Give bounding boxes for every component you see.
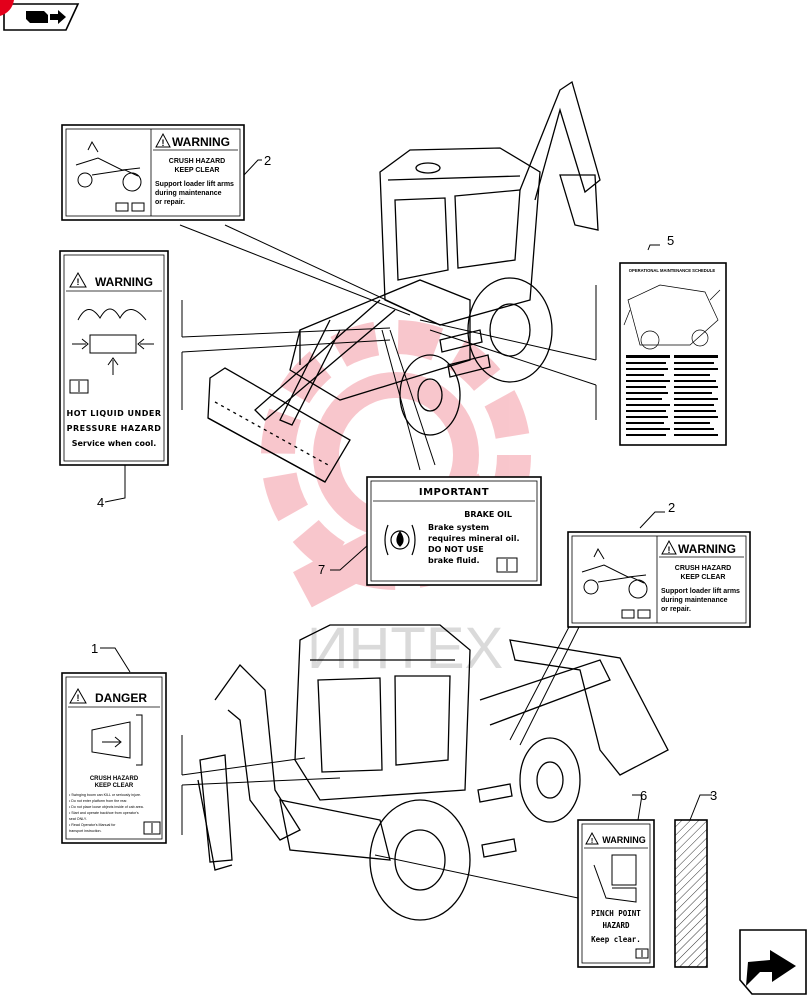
decal-line: PINCH POINT [591, 909, 641, 918]
crush-pictogram-icon [75, 140, 145, 212]
decal-bullet: • Read Operator's Manual for [69, 823, 116, 827]
warning-triangle-icon: ! [155, 132, 171, 148]
decal-bullet: • Swinging boom can KILL or seriously in… [69, 793, 141, 797]
decal-bullet: transport instruction. [69, 829, 102, 833]
decal-hot-liquid: ! WARNING HOT LIQUID UNDER PRESSURE HAZA… [59, 250, 169, 466]
decal-line: Service when cool. [72, 439, 157, 448]
schedule-machine-diagram-icon [623, 284, 721, 350]
watermark-text: ИНТЕХ [307, 616, 503, 681]
decal-line: HAZARD [602, 921, 630, 930]
decal-header: IMPORTANT [419, 487, 489, 498]
decal-line: Keep clear. [591, 935, 641, 944]
decal-line: KEEP CLEAR [681, 574, 726, 581]
decal-danger: ! DANGER CRUSH HAZARD KEEP CLEAR • Swing… [61, 672, 167, 844]
decal-header: WARNING [172, 135, 230, 149]
warning-triangle-icon: ! [69, 271, 87, 288]
lower-backhoe-drawing [197, 624, 669, 921]
next-page-arrow-icon [746, 950, 796, 986]
decal-body: during maintenance [661, 597, 728, 604]
decal-brake-oil: IMPORTANT BRAKE OIL Brake system require… [366, 476, 542, 586]
svg-text:!: ! [162, 138, 165, 148]
svg-text:!: ! [77, 277, 80, 287]
schedule-text-block [626, 355, 718, 436]
callout-numbers: 2 4 5 7 2 1 6 3 [91, 153, 717, 803]
callout-label: 6 [640, 788, 647, 803]
manual-book-icon [496, 557, 518, 573]
callout-label: 1 [91, 641, 98, 656]
decal-title: OPERATIONAL MAINTENANCE SCHEDULE [629, 268, 716, 273]
decal-header: WARNING [678, 542, 736, 556]
hot-radiator-pictogram-icon [72, 308, 154, 375]
decal-bullet: • Do not place loose objects inside of c… [69, 805, 144, 809]
next-page-button[interactable] [739, 929, 807, 995]
decal-line: PRESSURE HAZARD [67, 424, 162, 433]
decal-line: DO NOT USE [428, 545, 484, 554]
decal-body: Support loader lift arms [661, 588, 740, 595]
decal-line: requires mineral oil. [428, 534, 520, 543]
decal-line: BRAKE OIL [464, 510, 512, 519]
callout-label: 2 [264, 153, 271, 168]
decal-line: HOT LIQUID UNDER [67, 409, 162, 418]
book-arrow-icon [26, 10, 66, 24]
header-nav-button[interactable] [3, 3, 80, 31]
swing-boom-pictogram-icon [91, 714, 143, 766]
decal-body: or repair. [661, 606, 691, 613]
decal-bullet: seat ONLY. [69, 817, 87, 821]
decal-line: KEEP CLEAR [95, 783, 134, 789]
decal-line: Brake system [428, 523, 489, 532]
decal-header: DANGER [95, 691, 147, 705]
manual-book-icon [635, 948, 649, 959]
pinch-hand-pictogram-icon [593, 854, 637, 903]
decal-body: during maintenance [155, 190, 222, 197]
decal-reflective-strip [674, 819, 708, 968]
decal-crush-hazard-lower: ! WARNING CRUSH HAZARD KEEP CLEAR Suppor… [567, 531, 751, 628]
leader-lines [100, 159, 712, 899]
decal-header: WARNING [95, 275, 153, 289]
decal-line: KEEP CLEAR [175, 167, 220, 174]
decal-header: WARNING [602, 835, 646, 845]
decal-pinch-point: ! WARNING PINCH POINT HAZARD Keep clear. [577, 819, 655, 968]
callout-label: 3 [710, 788, 717, 803]
callout-label: 2 [668, 500, 675, 515]
decal-bullet: • Start and operate backhoe from operato… [69, 811, 139, 815]
callout-label: 5 [667, 233, 674, 248]
callout-label: 7 [318, 562, 325, 577]
decal-crush-hazard-upper: ! WARNING CRUSH HAZARD KEEP CLEAR Suppor… [61, 124, 245, 221]
decal-maintenance-schedule: OPERATIONAL MAINTENANCE SCHEDULE [619, 262, 727, 446]
warning-triangle-icon: ! [661, 539, 677, 555]
svg-text:!: ! [591, 838, 593, 845]
crush-pictogram-icon [581, 547, 651, 619]
decal-line: CRUSH HAZARD [90, 776, 139, 782]
callout-label: 4 [97, 495, 104, 510]
decal-line: brake fluid. [428, 556, 480, 565]
warning-triangle-icon: ! [585, 831, 599, 845]
corner-badge [0, 0, 14, 16]
warning-triangle-icon: ! [69, 687, 87, 704]
svg-text:!: ! [668, 545, 671, 555]
manual-book-icon [143, 821, 161, 835]
brake-fluid-drop-icon [384, 524, 416, 556]
manual-book-icon [69, 379, 89, 394]
svg-text:!: ! [77, 693, 80, 703]
decal-body: Support loader lift arms [155, 181, 234, 188]
decal-body: or repair. [155, 199, 185, 206]
decal-bullet: • Do not enter platform from the rear. [69, 799, 127, 803]
decal-line: CRUSH HAZARD [169, 158, 225, 165]
decal-line: CRUSH HAZARD [675, 565, 731, 572]
